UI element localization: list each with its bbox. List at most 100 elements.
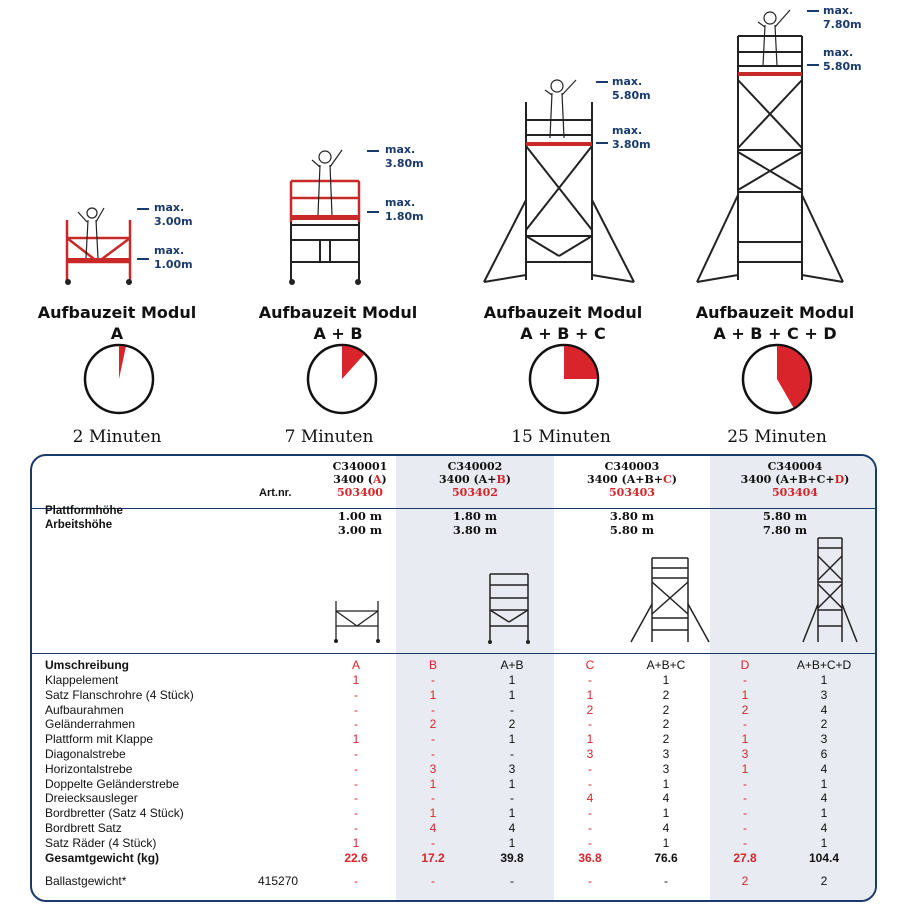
table-cell: 1 <box>820 835 828 850</box>
height-label-max-work: max. 3.80m <box>385 143 424 170</box>
table-cell: - <box>510 747 514 761</box>
table-cell: 3 <box>662 747 670 761</box>
scaffold-c-illustration <box>483 79 635 283</box>
table-cell: 2 <box>820 717 828 732</box>
table-cell: 2 <box>508 717 516 732</box>
table-cell: 4 <box>820 702 828 717</box>
col-header-ab: A+B <box>500 658 524 672</box>
table-cell: 39.8 <box>500 850 524 865</box>
table-cell: 1 <box>662 806 670 821</box>
table-cell: 4 <box>586 791 594 806</box>
table-cell: 3 <box>820 732 828 747</box>
setup-time-clock-abcd <box>741 343 813 415</box>
column-shade <box>396 456 554 900</box>
table-cell: 1 <box>820 776 828 791</box>
table-cell: 1 <box>352 835 360 850</box>
col-header-d: D <box>740 658 750 672</box>
divider <box>32 508 875 509</box>
height-label-max-platform: max. 5.80m <box>823 46 862 73</box>
table-cell: 1 <box>508 732 516 747</box>
table-cell: 1 <box>741 732 749 747</box>
table-cell: - <box>431 791 435 806</box>
table-cell: - <box>588 874 592 888</box>
height-label-max-work: max. 5.80m <box>612 75 651 102</box>
table-cell: 6 <box>820 747 828 761</box>
table-cell: 2 <box>429 717 437 732</box>
minutes-label: 25 Minuten <box>727 427 827 447</box>
table-cell: 1 <box>741 761 749 776</box>
table-cell: - <box>354 874 358 888</box>
table-cell: 1 <box>429 687 437 702</box>
height-tick <box>596 81 608 83</box>
table-cell: - <box>354 806 358 821</box>
table-cell: 4 <box>662 821 670 835</box>
ballast-artnr: 415270 <box>258 874 299 888</box>
table-cell: - <box>588 835 592 850</box>
scaffold-d-illustration <box>696 9 844 283</box>
table-cell: - <box>664 874 668 888</box>
table-cell: 1 <box>662 673 670 687</box>
table-cell: - <box>743 791 747 806</box>
row-label: Aufbaurahmen <box>45 702 124 717</box>
height-tick <box>367 211 379 213</box>
height-tick <box>807 10 819 12</box>
thumb-scaffold-ab <box>488 573 530 644</box>
col-header-c: C <box>585 658 595 672</box>
table-cell: 1 <box>662 835 670 850</box>
table-cell: 22.6 <box>344 850 368 865</box>
table-cell: 2 <box>662 702 670 717</box>
table-cell: - <box>510 702 514 717</box>
table-cell: - <box>431 673 435 687</box>
row-label: Bordbrett Satz <box>45 821 122 835</box>
table-cell: 1 <box>662 776 670 791</box>
table-cell: 27.8 <box>733 850 757 865</box>
table-cell: - <box>743 821 747 835</box>
row-label: Klappelement <box>45 673 119 687</box>
setup-time-clock-abc <box>528 343 600 415</box>
clock-wedge <box>119 346 126 379</box>
row-label: Gesamtgewicht (kg) <box>45 850 160 865</box>
artnr-label: Art.nr. <box>259 487 292 499</box>
product-header-ab: C340002 3400 (A+B) 503402 <box>439 460 511 499</box>
table-cell: 2 <box>662 732 670 747</box>
table-cell: 104.4 <box>808 850 840 865</box>
table-cell: - <box>431 874 435 888</box>
table-cell: 1 <box>508 687 516 702</box>
height-tick <box>367 150 379 152</box>
clock-wedge <box>564 346 597 379</box>
col-header-a: A <box>351 658 360 672</box>
height-label-max-platform: max. 1.00m <box>154 244 193 271</box>
height-label-max-platform: max. 1.80m <box>385 196 424 223</box>
table-cell: - <box>743 776 747 791</box>
table-cell: - <box>354 791 358 806</box>
table-cell: - <box>588 761 592 776</box>
ballast-label: Ballastgewicht* <box>45 874 127 888</box>
table-cell: 1 <box>352 732 360 747</box>
table-cell: - <box>354 776 358 791</box>
table-cell: 4 <box>662 791 670 806</box>
row-label: Diagonalstrebe <box>45 747 126 761</box>
row-label: Satz Flanschrohre (4 Stück) <box>45 687 194 702</box>
row-label: Dreiecksausleger <box>45 791 138 806</box>
table-cell: 1 <box>820 806 828 821</box>
table-cell: 1 <box>429 776 437 791</box>
table-cell: 3 <box>662 761 670 776</box>
table-cell: 1 <box>508 806 516 821</box>
thumb-scaffold-a <box>334 601 380 643</box>
height-tick <box>596 142 608 144</box>
table-cell: 2 <box>586 702 594 717</box>
description-header: Umschreibung <box>45 658 130 672</box>
table-cell: - <box>743 806 747 821</box>
table-cell: - <box>588 821 592 835</box>
table-cell: 2 <box>662 687 670 702</box>
table-cell: 3 <box>741 747 749 761</box>
table-cell: 1 <box>429 806 437 821</box>
clock-wedge <box>342 346 365 379</box>
table-cell: - <box>354 761 358 776</box>
